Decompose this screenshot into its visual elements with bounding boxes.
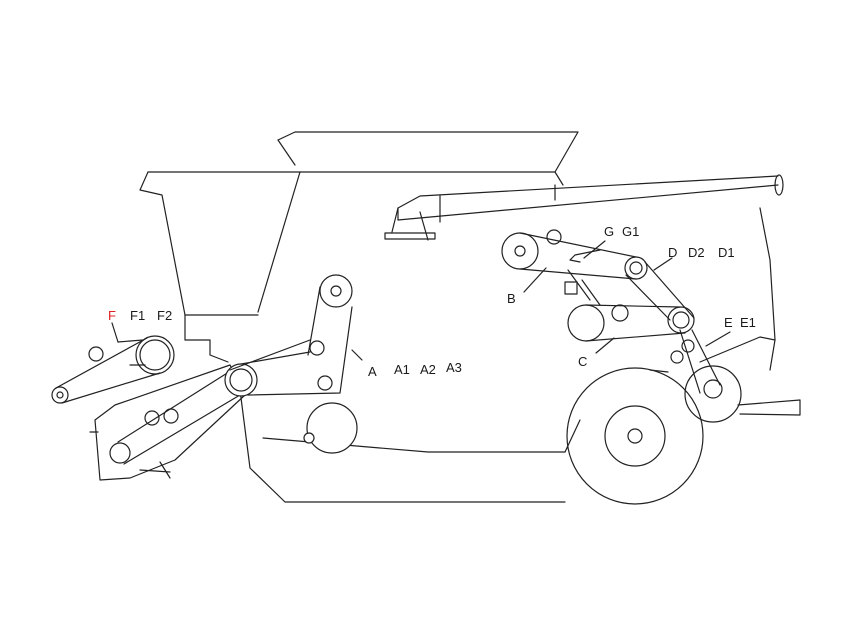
label-d2: D2: [688, 245, 705, 260]
label-e1: E1: [740, 315, 756, 330]
label-a: A: [368, 364, 377, 379]
grain-tank: [139, 131, 579, 316]
leader-lines: [111, 240, 731, 354]
feeder-header: [89, 364, 246, 481]
label-d1: D1: [718, 245, 735, 260]
label-a3: A3: [446, 360, 462, 375]
label-d: D: [668, 245, 677, 260]
drive-a: [224, 274, 363, 454]
unloading-auger: [384, 174, 784, 241]
label-c: C: [578, 354, 587, 369]
label-a1: A1: [394, 362, 410, 377]
label-e: E: [724, 315, 733, 330]
rear-and-wheels: [564, 336, 801, 505]
label-g: G: [604, 224, 614, 239]
label-f: F: [108, 308, 116, 323]
label-f2: F2: [157, 308, 172, 323]
label-a2: A2: [420, 362, 436, 377]
label-g1: G1: [622, 224, 639, 239]
label-f1: F1: [130, 308, 145, 323]
label-b: B: [507, 291, 516, 306]
drive-f: [51, 335, 175, 404]
drive-bcdg: [501, 229, 723, 399]
